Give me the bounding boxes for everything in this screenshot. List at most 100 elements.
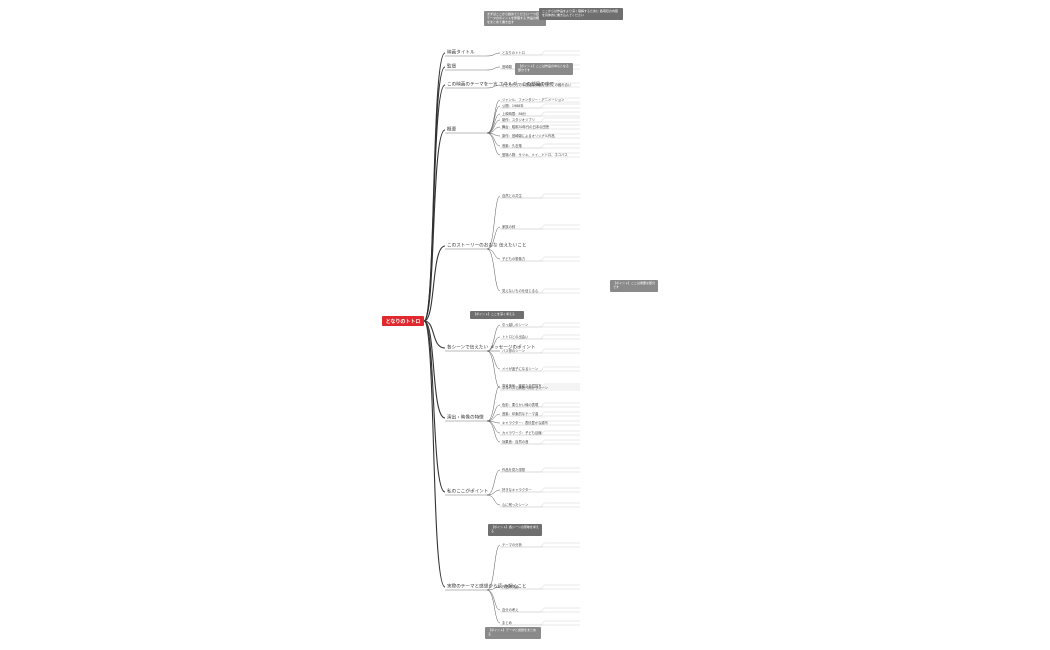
child-node[interactable]: ネコバスで病院へ向かうシーン — [502, 386, 548, 390]
child-node[interactable]: トトロとの出会い — [502, 335, 529, 339]
child-node[interactable]: テーマの分析 — [502, 543, 522, 547]
connector-line — [539, 224, 546, 230]
connector-line — [539, 402, 546, 408]
connector-line — [539, 487, 546, 493]
connector-line — [486, 248, 501, 260]
child-node[interactable]: 色彩：柔らかい緑の表現 — [502, 403, 539, 407]
callout-note: ここからは作品をより深く理解するために 各項目の内容を具体的に書き込んでください — [539, 8, 623, 20]
connector-line — [486, 132, 501, 147]
callout-note: 【ポイント】ここは作品の中心となる部分です — [515, 63, 573, 75]
child-node[interactable]: カメラワーク：子ども目線 — [502, 431, 542, 435]
connector-line — [539, 256, 546, 262]
child-node[interactable]: 宮崎駿 — [502, 65, 512, 69]
connector-line — [486, 404, 501, 422]
child-node[interactable]: 登場人物：サツキ、メイ、トトロ、ネコバス — [502, 153, 568, 157]
branch-node[interactable]: 概要 — [447, 127, 457, 133]
connector-line — [486, 385, 501, 422]
mindmap-root-node[interactable]: となりのトトロ — [382, 316, 424, 326]
branch-node[interactable]: 映画タイトル — [447, 50, 475, 56]
child-node[interactable]: 引っ越しのシーン — [502, 323, 529, 327]
connector-line — [539, 143, 546, 149]
branch-node[interactable]: この映画のテーマを一言 エネルギーこの部屋の中で — [447, 82, 555, 88]
connector-line — [539, 111, 546, 117]
connector-line — [539, 193, 546, 199]
child-node[interactable]: ジャンル：ファンタジー・アニメーション — [502, 98, 565, 102]
connector-line — [486, 132, 501, 156]
branch-node[interactable]: 私のここがポイント — [447, 489, 489, 495]
child-node[interactable]: 音楽：久石譲 — [502, 144, 522, 148]
connector-line — [539, 322, 546, 328]
child-node[interactable]: 舞台：昭和30年代の日本の田舎 — [502, 125, 550, 129]
connector-line — [539, 502, 546, 508]
connector-line — [486, 489, 501, 496]
child-node[interactable]: 作品を見た感想 — [502, 468, 526, 472]
child-node[interactable]: 背景美術：緻密な自然描写 — [502, 384, 542, 388]
connector-line — [539, 607, 546, 613]
connector-line — [486, 84, 501, 89]
child-node[interactable]: 効果音：自然の音 — [502, 440, 529, 444]
callout-note: 【ポイント】各シーンの意味を考える — [488, 524, 542, 536]
connector-line — [539, 50, 546, 56]
connector-line — [539, 467, 546, 473]
child-node[interactable]: 子どもの想像力 — [502, 257, 526, 261]
connector-line — [486, 52, 501, 57]
connector-line — [539, 117, 546, 123]
connector-line — [539, 439, 546, 445]
branch-node[interactable]: このストーリーのおもな 伝えたいこと — [447, 243, 527, 249]
branch-node[interactable]: 演出・映像の特徴 — [447, 415, 484, 421]
branch-node[interactable]: 実際のテーマと感想から読 み解くこと — [447, 584, 527, 590]
child-node[interactable]: 好きなキャラクター — [502, 488, 532, 492]
connector-line — [486, 105, 501, 134]
connector-line — [486, 248, 501, 292]
connector-line — [486, 544, 501, 591]
callout-note: 【ポイント】テーマと感想をまとめる — [485, 627, 541, 639]
child-node[interactable]: 自分の考え — [502, 608, 519, 612]
connector-line — [539, 348, 546, 354]
child-node[interactable]: 上映時間：86分 — [502, 112, 526, 116]
connector-line — [539, 366, 546, 372]
connector-line — [486, 324, 501, 352]
child-node[interactable]: 公開：1988年 — [502, 104, 524, 108]
child-node[interactable]: キャラクター：表情豊かな描写 — [502, 421, 549, 425]
connector-line — [486, 494, 501, 506]
branch-node[interactable]: 各シーンで伝えたい メッセージのポイント — [447, 345, 536, 351]
child-node[interactable]: まとめ — [502, 621, 512, 625]
child-node[interactable]: 心に残ったシーン — [502, 503, 529, 507]
connector-line — [486, 420, 501, 443]
child-node[interactable]: 見えないものを信じる心 — [502, 289, 539, 293]
connector-line — [486, 589, 501, 624]
connector-line — [423, 129, 446, 322]
child-node[interactable]: となりのトトロ — [502, 51, 525, 55]
connector-line — [539, 584, 546, 590]
connector-line — [539, 411, 546, 417]
connector-line — [486, 336, 501, 352]
connector-line — [486, 226, 501, 250]
branch-node[interactable]: 監督 — [447, 64, 457, 70]
connector-line — [539, 334, 546, 340]
callout-note: 【ポイント】ここを深く考える — [470, 311, 524, 319]
callout-note: まずはここから始めてください 一つ目のテーマのポイントを整理する 作品の概要をま… — [484, 11, 546, 27]
connector-line — [423, 320, 446, 588]
connector-line — [486, 66, 501, 71]
child-node[interactable]: 家族の絆 — [502, 225, 516, 229]
connector-line — [423, 245, 446, 322]
child-node[interactable]: メイが迷子になるシーン — [502, 367, 539, 371]
connector-line — [539, 620, 546, 626]
child-node[interactable]: 音楽：印象的なテーマ曲 — [502, 412, 539, 416]
child-node[interactable]: バス停のシーン — [502, 349, 525, 353]
connector-line — [539, 288, 546, 294]
child-node[interactable]: 制作：スタジオジブリ — [502, 118, 535, 122]
connector-line — [539, 103, 546, 109]
connector-line — [486, 350, 501, 389]
connector-line — [486, 195, 501, 250]
child-node[interactable]: 原作：宮崎駿によるオリジナル作品 — [502, 134, 555, 138]
child-node[interactable]: 子どもたちの不思議な体験と自然との触れ合い — [502, 83, 572, 87]
connector-line — [486, 586, 501, 591]
connector-line — [486, 469, 501, 496]
child-node[interactable]: 自然との共生 — [502, 194, 522, 198]
child-node[interactable]: 作品の背景 — [502, 585, 519, 589]
connector-line — [486, 589, 501, 611]
callout-note: 【ポイント】ここは重要な部分です — [610, 280, 658, 292]
